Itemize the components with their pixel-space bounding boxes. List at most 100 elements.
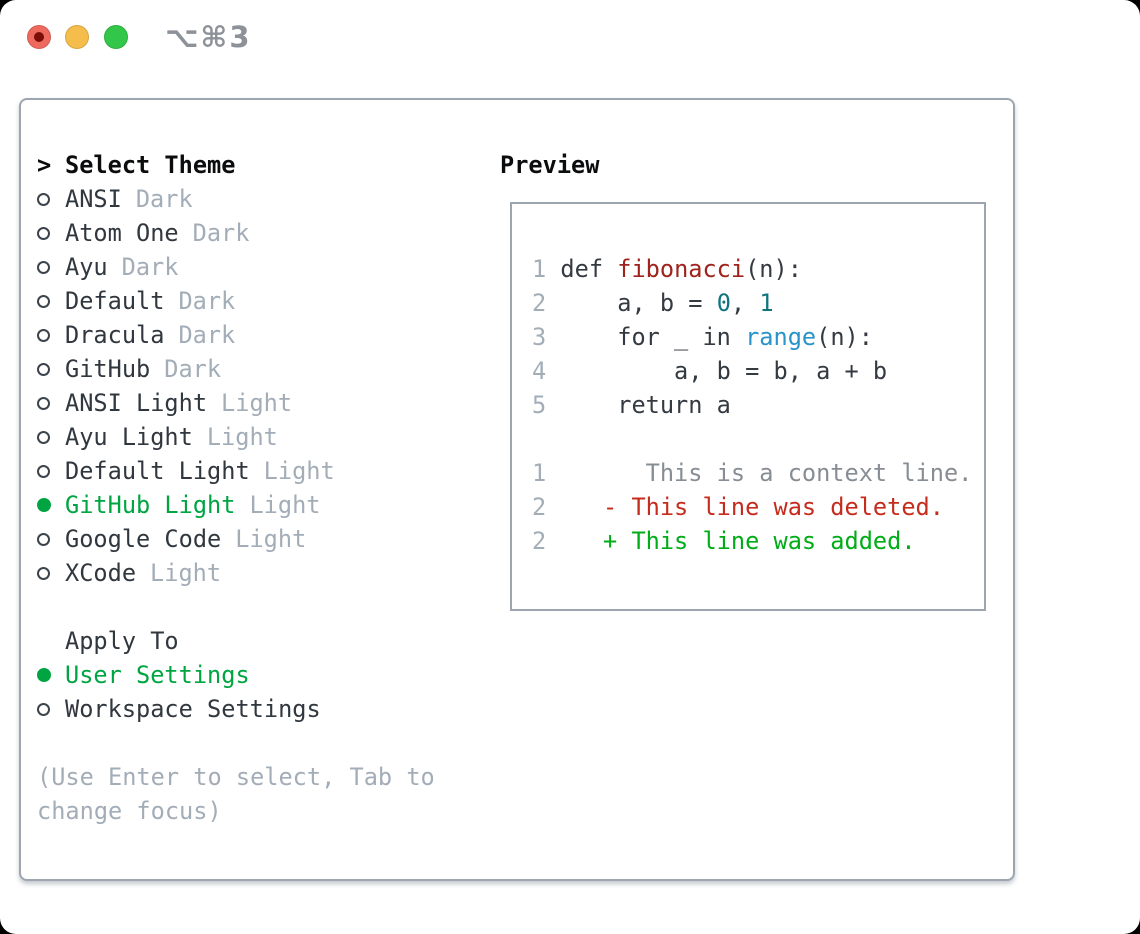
code-line-6 [532,422,984,456]
theme-option-github-variant: Dark [164,355,222,383]
radio-selected-icon [37,668,65,682]
radio-unselected-icon [37,226,65,240]
code-line-5: 5 return a [532,388,984,422]
code-line-7: 1 This is a context line. [532,456,984,490]
code-segment: 4 [532,357,561,385]
theme-option-github-label: GitHub [65,355,151,383]
close-button[interactable] [27,25,51,49]
theme-option-ansi-light[interactable]: ANSI Light Light [37,386,477,420]
theme-option-ansi-light-variant: Light [221,389,293,417]
code-segment: - This line was deleted. [560,493,944,521]
code-segment: 1 [532,255,561,283]
code-line-4: 4 a, b = b, a + b [532,354,984,388]
radio-unselected-icon [37,260,65,274]
code-segment: 2 [532,527,561,555]
theme-option-dracula-variant: Dark [178,321,236,349]
code-segment: for _ in [560,323,746,351]
theme-option-atom-one-label: Atom One [65,219,179,247]
apply-option-workspace-settings[interactable]: Workspace Settings [37,692,477,726]
code-segment: (n): [816,323,873,351]
code-line-2: 2 a, b = 0, 1 [532,286,984,320]
theme-option-ayu-light-label: Ayu Light [65,423,193,451]
code-line-3: 3 for _ in range(n): [532,320,984,354]
theme-option-github[interactable]: GitHub Dark [37,352,477,386]
radio-unselected-icon [37,430,65,444]
theme-option-github-light-variant: Light [249,491,321,519]
theme-option-google-code-variant: Light [235,525,307,553]
code-segment: def [560,255,618,283]
theme-option-xcode-variant: Light [150,559,222,587]
titlebar: ⌥⌘3 [0,0,1140,75]
spacer [37,726,477,760]
focus-caret: > [37,151,52,179]
preview-header-label: Preview [500,151,600,179]
radio-selected-icon [37,498,65,512]
theme-option-default-light-variant: Light [263,457,335,485]
theme-option-ansi-light-label: ANSI Light [65,389,208,417]
theme-option-default-light[interactable]: Default Light Light [37,454,477,488]
radio-unselected-icon [37,328,65,342]
theme-option-dracula-label: Dracula [65,321,165,349]
code-segment: , [730,289,760,317]
code-segment: + This line was added. [560,527,916,555]
spacer [37,590,477,624]
code-segment: 2 [532,493,561,521]
code-line-1: 1 def fibonacci(n): [532,252,984,286]
code-segment: 5 [532,391,561,419]
code-segment: return a [560,391,731,419]
theme-option-atom-one-variant: Dark [192,219,250,247]
code-segment: 2 [532,289,561,317]
theme-option-ayu-variant: Dark [121,253,179,281]
radio-unselected-icon [37,396,65,410]
radio-unselected-icon [37,702,65,716]
radio-unselected-icon [37,464,65,478]
code-segment: fibonacci [617,255,746,283]
code-segment: 0 [716,289,731,317]
radio-unselected-icon [37,294,65,308]
theme-option-ayu-light-variant: Light [206,423,278,451]
hint-line-2: change focus) [37,797,222,825]
theme-option-default-light-label: Default Light [65,457,250,485]
code-segment: a, b = [560,289,717,317]
theme-option-dracula[interactable]: Dracula Dark [37,318,477,352]
radio-unselected-icon [37,566,65,580]
theme-option-atom-one[interactable]: Atom One Dark [37,216,477,250]
radio-unselected-icon [37,532,65,546]
code-segment: 1 [759,289,774,317]
theme-option-ayu-light[interactable]: Ayu Light Light [37,420,477,454]
code-line-9: 2 + This line was added. [532,524,984,558]
window-title: ⌥⌘3 [165,20,252,54]
theme-option-xcode-label: XCode [65,559,137,587]
code-segment: (n): [745,255,802,283]
select-theme-header: > Select Theme [37,148,477,182]
apply-option-user-settings[interactable]: User Settings [37,658,477,692]
theme-option-default-label: Default [65,287,165,315]
theme-option-xcode[interactable]: XCode Light [37,556,477,590]
theme-option-github-light-label: GitHub Light [65,491,236,519]
radio-unselected-icon [37,192,65,206]
theme-option-google-code[interactable]: Google Code Light [37,522,477,556]
theme-option-google-code-label: Google Code [65,525,222,553]
theme-option-default[interactable]: Default Dark [37,284,477,318]
code-line-8: 2 - This line was deleted. [532,490,984,524]
theme-option-github-light[interactable]: GitHub Light Light [37,488,477,522]
code-segment: a, b = b, a + b [560,357,888,385]
theme-option-default-variant: Dark [178,287,236,315]
theme-option-ansi-variant: Dark [135,185,193,213]
hint-line-1: (Use Enter to select, Tab to [37,763,435,791]
code-segment: 3 [532,323,561,351]
apply-to-header-label: Apply To [65,627,179,655]
code-segment: 1 [532,459,561,487]
minimize-button[interactable] [65,25,89,49]
code-segment: This is a context line. [560,459,973,487]
zoom-button[interactable] [104,25,128,49]
apply-option-user-settings-label: User Settings [65,661,250,689]
select-theme-header-label: Select Theme [65,151,236,179]
